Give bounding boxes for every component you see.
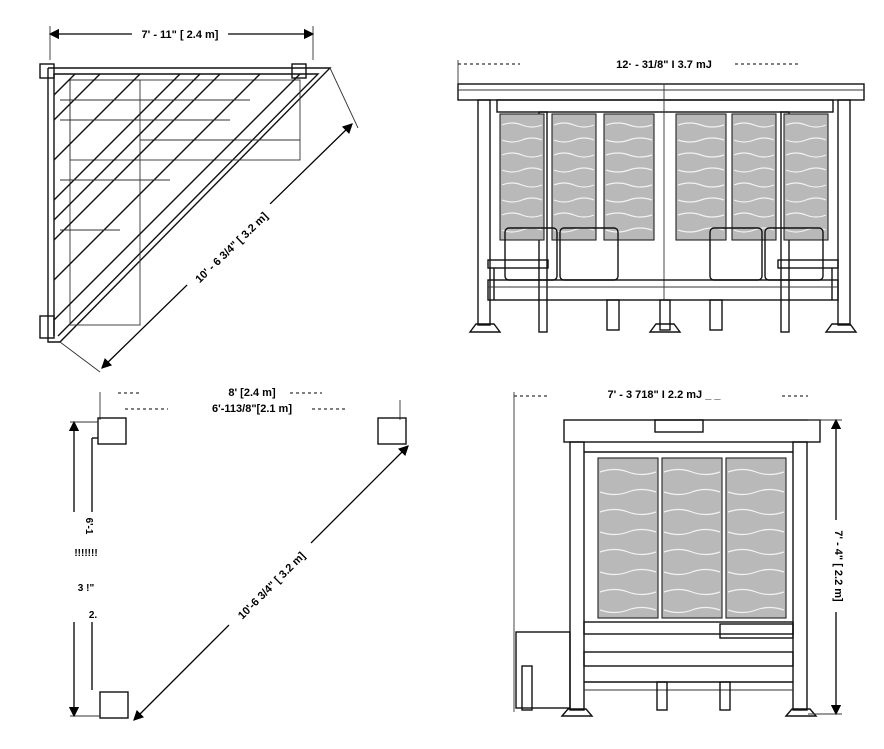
footprint-view: 8' [2.4 m] 6'-113/8"[2.1 m] 6'-1 !!!!!!!…: [64, 387, 409, 721]
side-width-label: 7' - 3 718" I 2.2 mJ _ _: [607, 389, 721, 401]
top-plan-diagonal-label: 10' - 6 3/4" [ 3.2 m]: [193, 210, 271, 285]
footprint-outer-label: 8' [2.4 m]: [228, 387, 276, 399]
front-screen-panels: [499, 113, 829, 241]
footprint-side-label-3: 3 !": [78, 583, 95, 594]
footprint-diagonal-label: 10'-6 3/4" [ 3.2 m]: [236, 550, 308, 622]
side-height-label: 7' - 4" [ 2.2 m]: [832, 530, 844, 602]
footprint-side-label-4: 2.: [89, 610, 98, 621]
footprint-inner-label: 6'-113/8"[2.1 m]: [212, 403, 292, 415]
side-screen-panels: [597, 457, 787, 619]
top-plan-width-label: 7' - 11" [ 2.4 m]: [142, 29, 219, 41]
front-width-label: 12· - 31/8" I 3.7 mJ: [616, 59, 712, 71]
footprint-side-label-1: 6'-1: [83, 518, 94, 535]
front-elevation-view: 12· - 31/8" I 3.7 mJ: [457, 59, 865, 333]
side-elevation-view: 7' - 3 718" I 2.2 mJ _ _: [513, 389, 847, 717]
roof-slats: [53, 73, 301, 321]
top-plan-view: 7' - 11" [ 2.4 m]: [39, 26, 359, 373]
footprint-side-label-2: !!!!!!!: [74, 548, 97, 559]
